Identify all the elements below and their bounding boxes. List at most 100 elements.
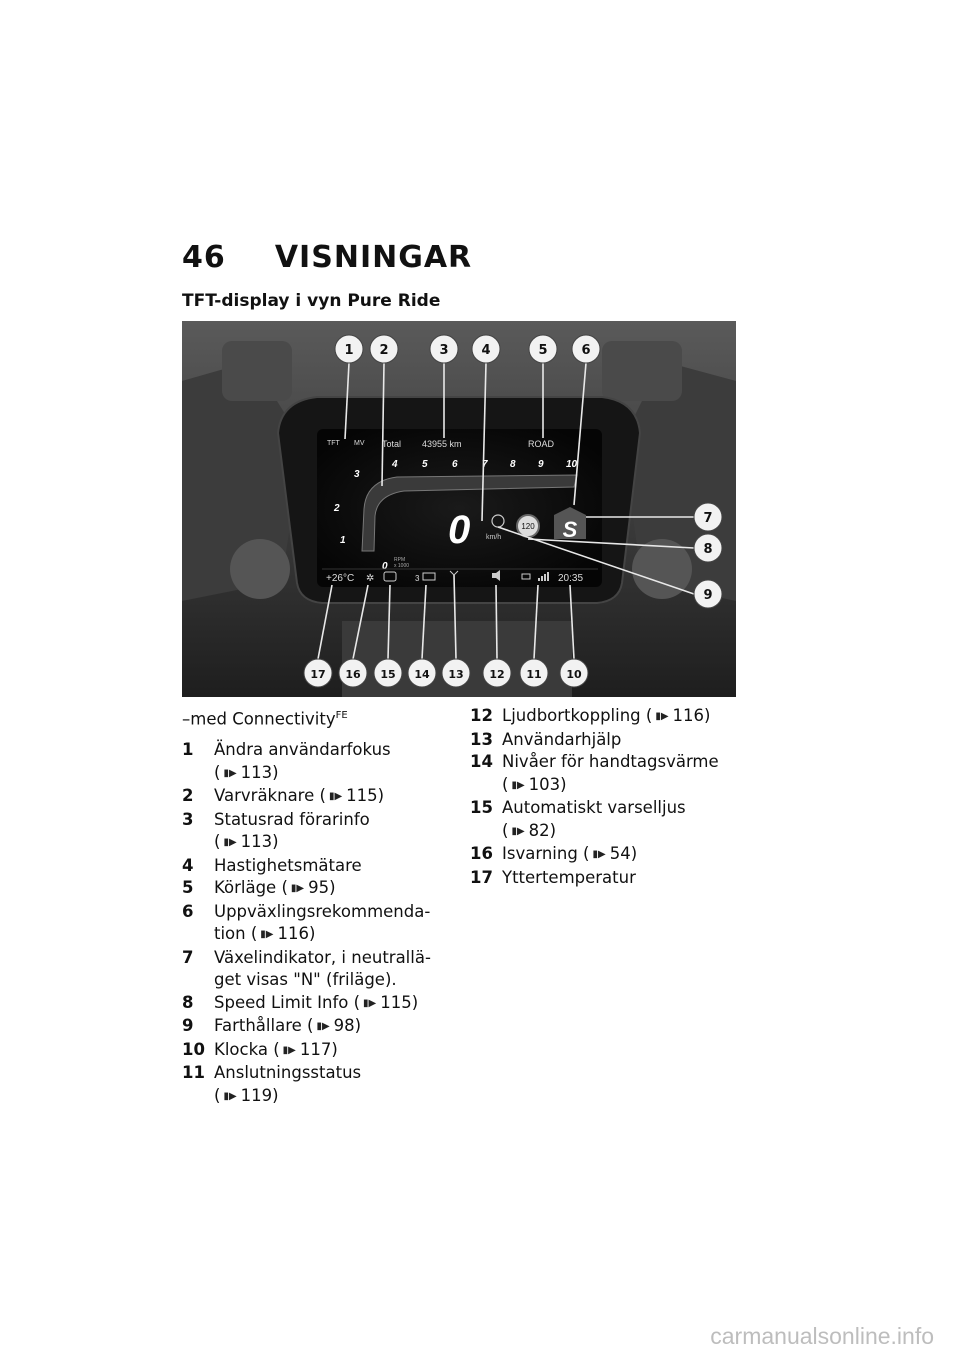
page-ref: 103) <box>528 774 567 794</box>
page-ref: 115) <box>380 992 419 1012</box>
page-ref: 54) <box>609 844 638 863</box>
rpm-tick: 2 <box>333 503 340 514</box>
total-label: Total <box>382 439 401 449</box>
page-number: 46 <box>182 240 226 275</box>
page-ref-arrow-icon: ▮▶ <box>223 1090 237 1102</box>
legend-item-text: Körläge (▮▶95) <box>214 877 444 901</box>
legend-item-text: Anslutningsstatus <box>214 1063 362 1082</box>
page-ref: 82) <box>528 820 557 840</box>
page-ref-arrow-icon: ▮▶ <box>511 825 525 837</box>
legend-item-number: 14 <box>470 752 493 771</box>
speed-value: 0 <box>448 508 470 552</box>
callout-12: 12 <box>489 668 504 681</box>
callout-3: 3 <box>439 343 448 358</box>
legend-item-number: 10 <box>182 1039 205 1059</box>
callout-4: 4 <box>481 343 490 358</box>
legend-item-text: Speed Limit Info (▮▶115) <box>214 992 444 1016</box>
legend-item-number: 1 <box>182 740 194 759</box>
clock-readout: 20:35 <box>558 573 583 584</box>
callout-11: 11 <box>526 668 541 681</box>
riding-mode: ROAD <box>528 439 555 449</box>
rpm-tick: 8 <box>510 459 516 470</box>
legend-item-text: get visas "N" (friläge). <box>214 970 397 989</box>
page-ref: 117) <box>299 1039 338 1059</box>
rpm-unit: RPM <box>394 557 405 563</box>
ice-warning-icon: ✲ <box>366 573 374 584</box>
legend-item-text: Farthållare (▮▶98) <box>214 1015 444 1039</box>
legend-item-number: 6 <box>182 901 194 921</box>
rpm-tick: 5 <box>422 459 428 470</box>
rpm-unit: x 1000 <box>394 563 409 569</box>
legend-item-text: Nivåer för handtagsvärme <box>502 752 719 771</box>
variant-note: –med ConnectivityFE <box>182 709 348 729</box>
callout-10: 10 <box>566 668 582 681</box>
page-ref-arrow-icon: ▮▶ <box>592 849 606 860</box>
page-ref-arrow-icon: ▮▶ <box>260 929 274 940</box>
callout-16: 16 <box>345 668 361 681</box>
callout-15: 15 <box>380 668 395 681</box>
legend-item-text: Växelindikator, i neutrallä- <box>214 947 431 967</box>
section-subtitle: TFT-display i vyn Pure Ride <box>182 291 441 311</box>
page-ref: 95) <box>308 878 336 897</box>
legend-item-text: Användarhjälp <box>502 729 622 749</box>
page-ref: 113) <box>240 762 279 782</box>
page-ref: 116) <box>672 706 711 725</box>
legend-item-text: tion (▮▶116) <box>214 923 444 947</box>
callout-2: 2 <box>379 343 388 358</box>
callout-1: 1 <box>344 343 353 358</box>
legend-item-number: 16 <box>470 844 493 863</box>
page-ref: 119) <box>240 1085 279 1105</box>
legend-item-number: 12 <box>470 706 493 725</box>
gear-indicator-box <box>554 507 586 539</box>
page-ref-arrow-icon: ▮▶ <box>282 1044 296 1056</box>
rpm-tick: 9 <box>538 459 544 470</box>
page-ref-arrow-icon: ▮▶ <box>511 779 525 791</box>
legend-item-text: Varvräknare (▮▶115) <box>214 785 444 809</box>
page-ref-arrow-icon: ▮▶ <box>363 997 377 1009</box>
grip-heating-level: 3 <box>415 574 420 583</box>
callout-9: 9 <box>703 588 712 603</box>
callout-13: 13 <box>448 668 463 681</box>
page-ref-arrow-icon: ▮▶ <box>223 837 237 848</box>
legend-item: 9 Farthållare (▮▶98) <box>182 1015 444 1039</box>
legend-item-number: 15 <box>470 798 493 817</box>
legend-item-number: 11 <box>182 1063 205 1082</box>
legend-item-number: 3 <box>182 809 194 829</box>
page-ref-arrow-icon: ▮▶ <box>316 1021 330 1032</box>
legend-item-text: Automatiskt varselljus <box>502 798 686 817</box>
watermark: carmanualsonline.info <box>710 1323 934 1349</box>
rpm-tick: 4 <box>391 459 398 470</box>
legend-item-number: 5 <box>182 878 194 897</box>
callout-7: 7 <box>703 511 712 526</box>
callout-17: 17 <box>310 668 325 681</box>
legend-item-text: Ändra användarfokus <box>214 740 391 759</box>
legend-item-number: 8 <box>182 992 194 1012</box>
legend-item-text: Ljudbortkoppling (▮▶116) <box>502 705 760 729</box>
page-ref-arrow-icon: ▮▶ <box>655 711 669 722</box>
callout-6: 6 <box>581 343 590 358</box>
temperature-readout: +26°C <box>326 573 354 584</box>
legend-item-number: 7 <box>182 947 194 967</box>
legend-item: 7 Växelindikator, i neutrallä-get visas "… <box>182 947 444 992</box>
mute-icon <box>492 570 500 581</box>
legend-item-text: Hastighetsmätare <box>214 855 362 875</box>
callout-5: 5 <box>538 343 547 358</box>
speed-limit-value: 120 <box>521 522 535 531</box>
legend-item-text: Isvarning (▮▶54) <box>502 843 760 867</box>
connection-status-icon <box>521 572 549 581</box>
page-ref: 115) <box>346 786 385 805</box>
rpm-tick: 10 <box>566 459 578 470</box>
rpm-tick: 1 <box>340 535 346 546</box>
rpm-tick: 3 <box>354 469 360 480</box>
legend-item-number: 9 <box>182 1016 194 1035</box>
page-ref-arrow-icon: ▮▶ <box>290 883 305 894</box>
daytime-light-icon <box>383 571 397 582</box>
